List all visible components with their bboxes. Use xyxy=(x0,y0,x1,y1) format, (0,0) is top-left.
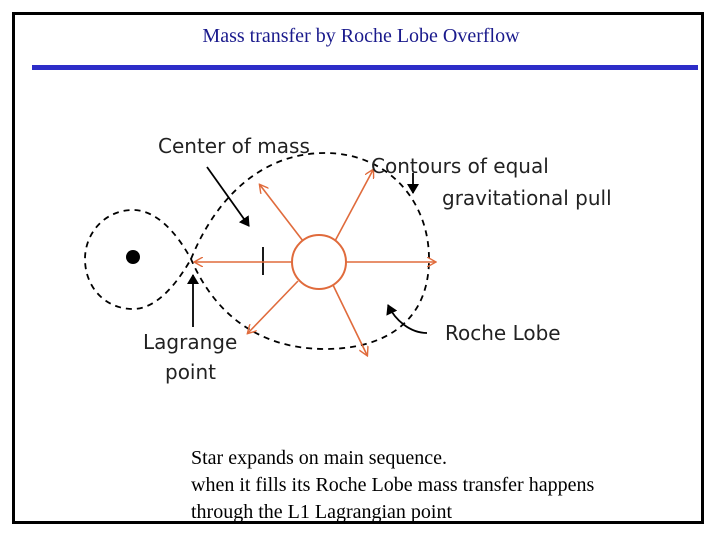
companion-star xyxy=(126,250,140,264)
center-of-mass-label: Center of mass xyxy=(158,134,310,158)
contours-label-line2: gravitational pull xyxy=(442,186,612,210)
slide-title: Mass transfer by Roche Lobe Overflow xyxy=(202,25,520,47)
roche-lobe-label: Roche Lobe xyxy=(445,321,561,345)
expansion-arrows xyxy=(195,170,435,355)
caption-line-1: Star expands on main sequence. xyxy=(191,447,448,469)
arrow-down-right xyxy=(332,284,367,355)
roche-lobe-diagram: Center of mass Contours of equal gravita… xyxy=(84,134,612,384)
caption-line-2: when it fills its Roche Lobe mass transf… xyxy=(191,474,595,496)
roche-lobe-pointer xyxy=(386,304,428,334)
lagrange-label-line1: Lagrange xyxy=(143,330,237,354)
arrow-down-left xyxy=(248,280,299,333)
contours-label-line1: Contours of equal xyxy=(371,154,549,178)
expanding-star xyxy=(291,234,347,290)
caption-line-3: through the L1 Lagrangian point xyxy=(191,501,453,523)
title-underline xyxy=(32,65,698,70)
lagrange-label-line2: point xyxy=(165,360,216,384)
center-of-mass-pointer xyxy=(206,166,250,227)
caption: Star expands on main sequence. when it f… xyxy=(191,445,701,526)
arrow-up-left xyxy=(260,185,304,242)
slide-frame: Mass transfer by Roche Lobe Overflow xyxy=(12,12,704,524)
arrow-up-right xyxy=(334,170,373,242)
roche-lobe-contour xyxy=(84,152,430,350)
